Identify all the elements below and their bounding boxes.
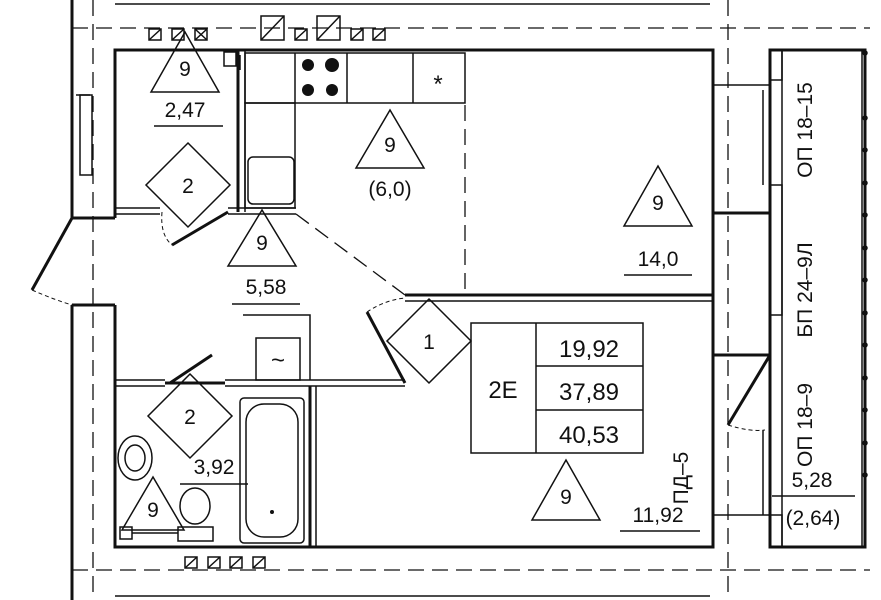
- toilet-icon: [179, 487, 211, 525]
- svg-text:9: 9: [147, 499, 159, 522]
- svg-text:9: 9: [384, 134, 396, 157]
- svg-text:9: 9: [652, 192, 664, 215]
- unit-type: 2E: [488, 377, 517, 404]
- axis-lines: [70, 0, 870, 600]
- room-markers: 9 2,47 9 (6,0) 9 5,58 9 14,0 9 11,92 9 3…: [120, 30, 700, 532]
- stove-icon: [302, 58, 339, 96]
- panel-label-bottom: ОП 18–9: [794, 383, 817, 467]
- panel-label-top: ОП 18–15: [794, 82, 817, 178]
- vent-shafts: [148, 15, 386, 569]
- partition-label: ПД–5: [670, 452, 693, 505]
- bedroom-area: 11,92: [633, 504, 684, 527]
- boiler-icon: [255, 337, 301, 381]
- svg-text:1: 1: [423, 331, 435, 354]
- svg-text:9: 9: [179, 58, 191, 81]
- bathroom-fixtures: ~: [117, 314, 311, 544]
- storage-area: 2,47: [165, 99, 206, 122]
- fridge-icon: *: [433, 71, 442, 98]
- svg-text:~: ~: [271, 347, 285, 374]
- total-area: 37,89: [559, 379, 619, 406]
- washbasin-icon: [117, 435, 153, 481]
- bathroom-area: 3,92: [194, 456, 235, 479]
- living-area: 19,92: [559, 336, 619, 363]
- svg-text:2: 2: [184, 406, 196, 429]
- kitchen-area: (6,0): [368, 178, 411, 201]
- svg-text:9: 9: [256, 232, 268, 255]
- total-area-with-balcony: 40,53: [559, 422, 619, 449]
- kitchen-units: *: [223, 51, 466, 209]
- balcony-area: 5,28: [792, 469, 833, 492]
- panel-label-middle: БП 24–9Л: [794, 242, 817, 337]
- hall-area: 5,58: [246, 276, 287, 299]
- doors: [30, 210, 772, 431]
- balcony-reduced-area: (2,64): [786, 507, 841, 530]
- svg-text:2: 2: [182, 175, 194, 198]
- balcony: ОП 18–15 БП 24–9Л ОП 18–9 5,28 (2,64): [762, 48, 868, 549]
- walls: [72, 48, 770, 549]
- living-room-area: 14,0: [638, 248, 679, 271]
- bathtub-icon: [239, 397, 305, 544]
- sink-icon: [247, 156, 295, 205]
- apartment-summary: 2E 19,92 37,89 40,53: [470, 322, 644, 454]
- balcony-railing-posts: [862, 50, 868, 478]
- svg-text:9: 9: [560, 486, 572, 509]
